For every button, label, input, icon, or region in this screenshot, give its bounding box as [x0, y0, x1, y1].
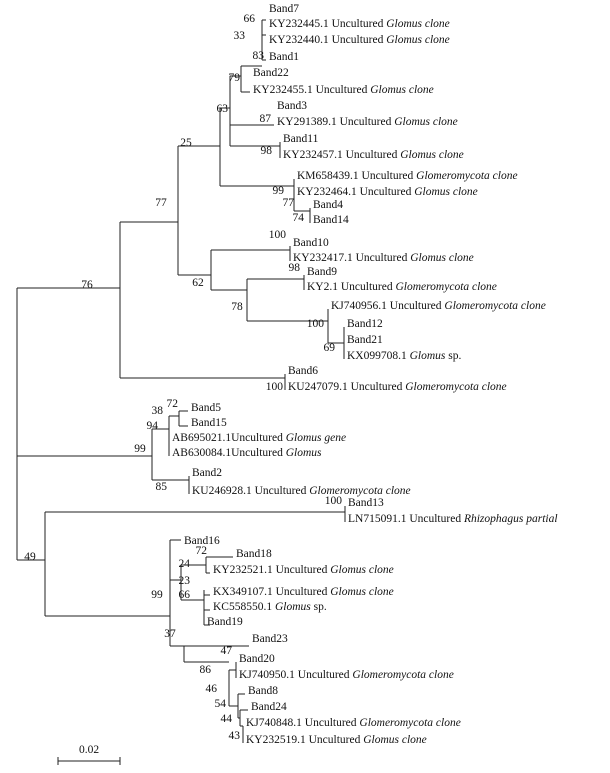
- taxon-label: KC558550.1 Glomus sp.: [213, 601, 327, 613]
- taxon-label: Band11: [283, 133, 319, 145]
- bootstrap-value: 47: [221, 645, 233, 657]
- bootstrap-value: 77: [283, 197, 295, 209]
- taxon-label: Band2: [192, 467, 222, 479]
- bootstrap-value: 23: [179, 575, 191, 587]
- taxon-label: KY2.1 Uncultured Glomeromycota clone: [307, 281, 497, 293]
- taxon-label: Band1: [269, 51, 299, 63]
- scale-bar-label: 0.02: [79, 744, 99, 756]
- bootstrap-value: 66: [179, 589, 191, 601]
- taxon-label: Band12: [347, 318, 383, 330]
- taxon-label: KJ740950.1 Uncultured Glomeromycota clon…: [239, 669, 454, 681]
- bootstrap-value: 24: [179, 558, 191, 570]
- bootstrap-value: 98: [261, 145, 273, 157]
- taxon-label: KY232519.1 Uncultured Glomus clone: [246, 734, 427, 746]
- taxon-label: Band16: [184, 535, 220, 547]
- bootstrap-value: 49: [24, 551, 36, 563]
- taxon-label: Band15: [191, 417, 227, 429]
- taxon-label: KY232464.1 Uncultured Glomus clone: [297, 186, 478, 198]
- bootstrap-value: 43: [229, 730, 241, 742]
- taxon-label: Band4: [313, 199, 343, 211]
- bootstrap-value: 100: [325, 495, 343, 507]
- taxon-label: KY232521.1 Uncultured Glomus clone: [213, 564, 394, 576]
- bootstrap-value: 99: [151, 589, 163, 601]
- taxon-label: KY232417.1 Uncultured Glomus clone: [293, 252, 474, 264]
- taxon-label: Band21: [347, 334, 383, 346]
- bootstrap-value: 72: [196, 545, 208, 557]
- bootstrap-value: 99: [134, 443, 146, 455]
- taxon-label: KY232440.1 Uncultured Glomus clone: [269, 34, 450, 46]
- bootstrap-value: 78: [231, 301, 243, 313]
- taxon-label: Band18: [236, 548, 272, 560]
- bootstrap-value: 100: [266, 381, 284, 393]
- taxon-label: KM658439.1 Uncultured Glomeromycota clon…: [297, 170, 518, 182]
- taxon-label: Band22: [253, 67, 289, 79]
- taxon-label: LN715091.1 Uncultured Rhizophagus partia…: [348, 513, 558, 525]
- bootstrap-value: 66: [244, 13, 256, 25]
- bootstrap-value: 37: [164, 628, 176, 640]
- taxon-label: Band9: [307, 266, 337, 278]
- taxon-label: KX349107.1 Uncultured Glomus clone: [213, 586, 394, 598]
- tree-branches: [16, 19, 346, 743]
- taxon-label: Band3: [277, 100, 307, 112]
- taxon-label: Band23: [252, 633, 288, 645]
- bootstrap-value: 85: [156, 481, 168, 493]
- bootstrap-value: 25: [180, 137, 192, 149]
- bootstrap-value: 63: [217, 103, 229, 115]
- bootstrap-value: 94: [147, 420, 159, 432]
- taxon-label: Band5: [191, 402, 221, 414]
- taxon-label: Band6: [288, 365, 318, 377]
- bootstrap-value: 38: [152, 405, 164, 417]
- bootstrap-value: 79: [229, 72, 241, 84]
- taxon-label: KU247079.1 Uncultured Glomeromycota clon…: [288, 381, 507, 393]
- bootstrap-value: 54: [215, 698, 227, 710]
- taxon-label: KJ740956.1 Uncultured Glomeromycota clon…: [331, 300, 546, 312]
- bootstrap-value: 72: [167, 398, 179, 410]
- bootstrap-value: 100: [269, 229, 287, 241]
- bootstrap-value: 69: [324, 342, 336, 354]
- bootstrap-value: 33: [234, 30, 246, 42]
- bootstrap-value: 83: [253, 50, 265, 62]
- taxon-label: AB695021.1Uncultured Glomus gene: [172, 432, 346, 444]
- taxon-label: AB630084.1Uncultured Glomus: [172, 447, 322, 459]
- taxon-label: KX099708.1 Glomus sp.: [347, 350, 462, 362]
- bootstrap-value: 46: [206, 683, 218, 695]
- taxon-label: Band20: [239, 653, 275, 665]
- taxon-label: KU246928.1 Uncultured Glomeromycota clon…: [192, 485, 411, 497]
- taxon-label: KJ740848.1 Uncultured Glomeromycota clon…: [246, 717, 461, 729]
- bootstrap-value: 99: [273, 185, 285, 197]
- taxon-label: KY232455.1 Uncultured Glomus clone: [253, 84, 434, 96]
- taxon-label: Band13: [348, 497, 384, 509]
- taxon-label: Band8: [248, 685, 278, 697]
- bootstrap-value: 74: [293, 212, 305, 224]
- bootstrap-labels: 6633837987639825997774771009862100697876…: [24, 13, 342, 742]
- scale-bar: 0.02: [57, 744, 121, 765]
- bootstrap-value: 87: [260, 113, 272, 125]
- taxon-label: Band7: [269, 3, 299, 15]
- bootstrap-value: 98: [289, 262, 301, 274]
- taxon-label: KY291389.1 Uncultured Glomus clone: [277, 116, 458, 128]
- bootstrap-value: 86: [200, 664, 212, 676]
- bootstrap-value: 62: [192, 277, 204, 289]
- taxon-label: Band24: [251, 701, 287, 713]
- taxon-label: KY232457.1 Uncultured Glomus clone: [283, 149, 464, 161]
- bootstrap-value: 100: [307, 318, 325, 330]
- bootstrap-value: 77: [155, 197, 167, 209]
- bootstrap-value: 76: [81, 279, 93, 291]
- taxon-label: Band14: [313, 214, 349, 226]
- taxon-label: Band19: [207, 616, 243, 628]
- taxon-label: KY232445.1 Uncultured Glomus clone: [269, 18, 450, 30]
- taxon-label: Band10: [293, 237, 329, 249]
- bootstrap-value: 44: [221, 713, 233, 725]
